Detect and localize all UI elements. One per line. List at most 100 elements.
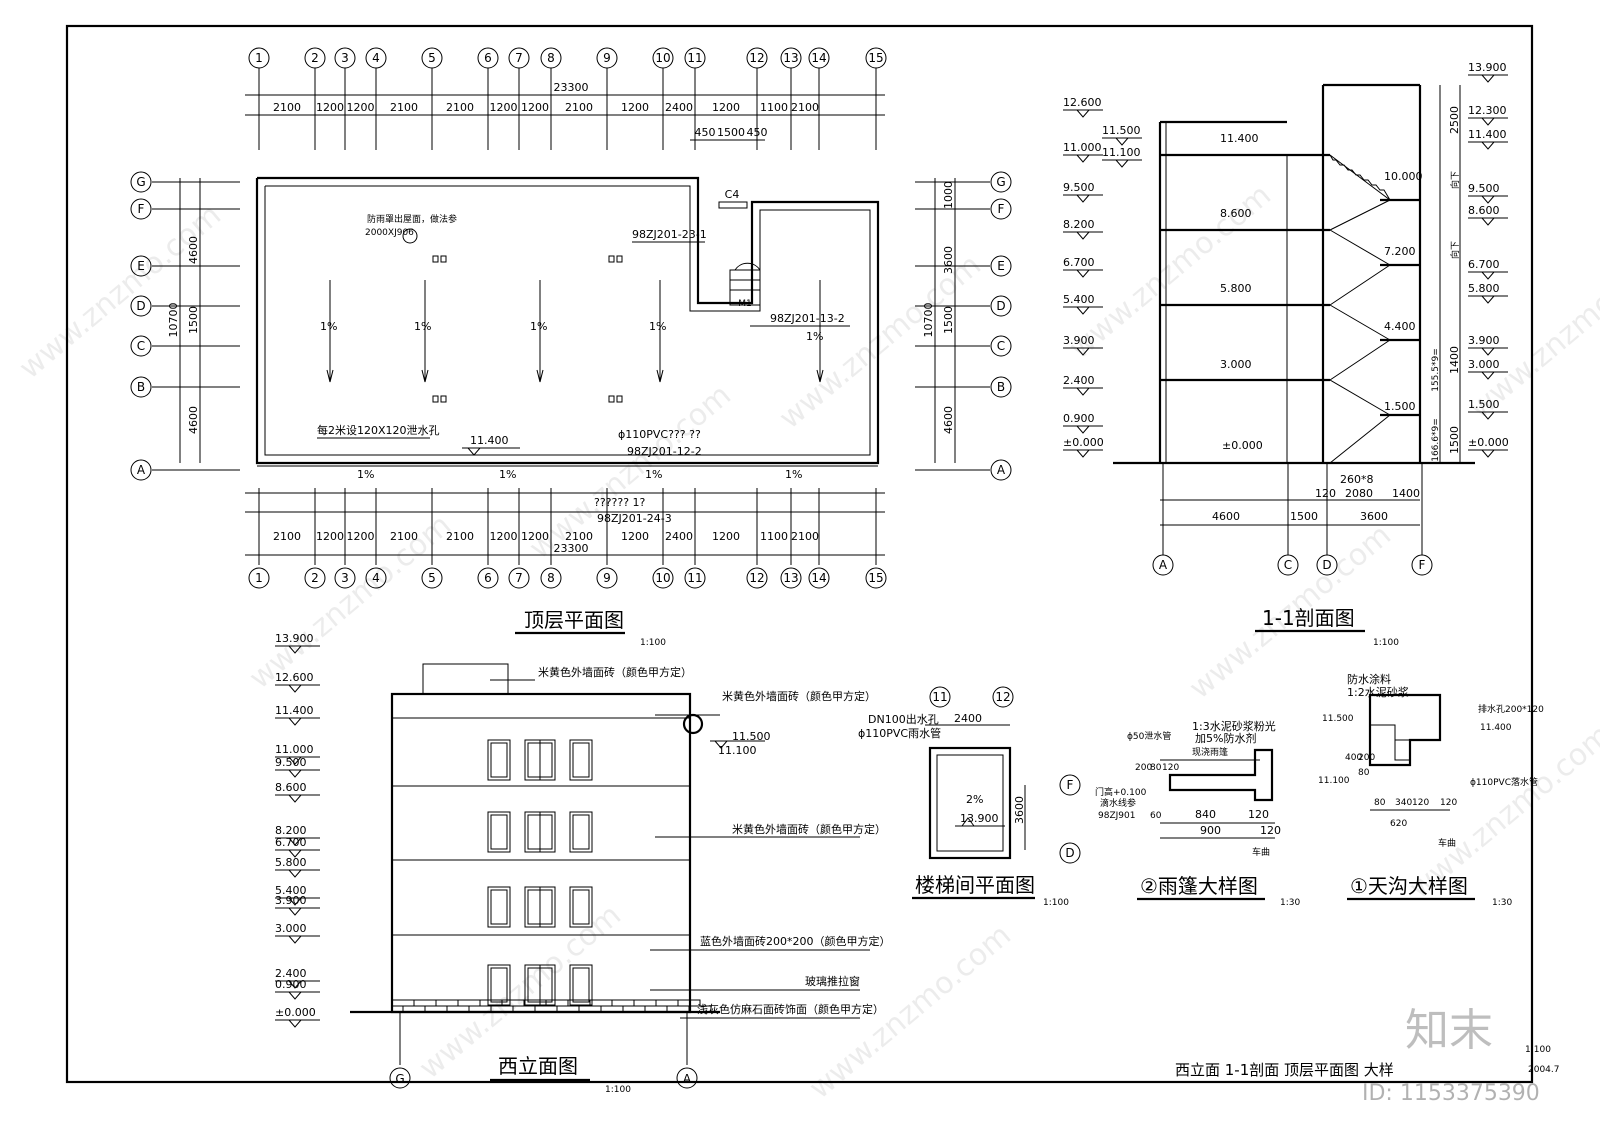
- plan-ref-5: 98ZJ201-24-3: [597, 512, 672, 525]
- elev-small-2: 11.100: [718, 744, 757, 757]
- west-elev-title: 西立面图: [498, 1054, 578, 1078]
- watermark-text: www.znzmo.com: [1403, 718, 1600, 907]
- gutter-d1: 400: [1345, 753, 1362, 763]
- sec-floor-1: 11.400: [1220, 132, 1259, 145]
- sec-level-right: 13.900: [1468, 61, 1507, 74]
- stair-dim: 2400: [954, 712, 982, 725]
- sec-step: 260*8: [1340, 473, 1374, 486]
- plan-small-dim-3: 450: [747, 126, 768, 139]
- plan-axis-top-bubble: [684, 47, 706, 69]
- plan-dim-bottom: 2100: [446, 530, 474, 543]
- plan-dim-bottom: 1200: [712, 530, 740, 543]
- plan-axis-bottom-label: 5: [428, 571, 436, 585]
- elev-small-1: 11.500: [732, 730, 771, 743]
- plan-axis-left-label: B: [137, 380, 145, 394]
- plan-axis-right-label: E: [997, 259, 1005, 273]
- elev-axis-a: A: [683, 1072, 692, 1086]
- stair-level: 13.900: [960, 812, 999, 825]
- plan-axis-bottom-bubble: [780, 567, 802, 589]
- plan-slope-7: 1%: [499, 468, 516, 481]
- plan-right-dim-4: 10700: [922, 303, 935, 338]
- elev-window: [569, 964, 593, 1006]
- plan-axis-bottom-bubble: [865, 567, 887, 589]
- plan-left-dim-3: 1500: [187, 306, 200, 334]
- canopy-note-7: 98ZJ901: [1098, 811, 1135, 821]
- sec-stair-4: 1.500: [1384, 400, 1416, 413]
- gutter-note-6: 11.100: [1318, 776, 1350, 786]
- plan-axis-right-label: C: [997, 339, 1005, 353]
- canopy-d6: 900: [1200, 824, 1221, 837]
- footer-id: ID: 1153375390: [1362, 1081, 1540, 1106]
- plan-axis-left-bubble: [130, 335, 152, 357]
- plan-axis-left-bubble: [130, 295, 152, 317]
- plan-dim-bottom: 1200: [347, 530, 375, 543]
- plan-axis-right-bubble: [990, 376, 1012, 398]
- stair-axis-11: 11: [932, 690, 947, 704]
- elev-note-4: 蓝色外墙面砖200*200（颜色甲方定）: [700, 934, 891, 948]
- gutter-detail: 防水涂料 1:2水泥砂浆 排水孔200*120 11.500 11.400 11…: [1318, 672, 1544, 908]
- plan-axis-bottom-bubble: [652, 567, 674, 589]
- plan-axis-bottom-label: 1: [255, 571, 263, 585]
- plan-axis-right-label: B: [997, 380, 1005, 394]
- canopy-d5: 120: [1248, 808, 1269, 821]
- sec-level-left: ±0.000: [1063, 436, 1104, 449]
- sec-level-left: 9.500: [1063, 181, 1095, 194]
- plan-axis-bottom-bubble: [304, 567, 326, 589]
- gutter-note-3: 排水孔200*120: [1478, 703, 1544, 715]
- sec-stair-1: 10.000: [1384, 170, 1423, 183]
- plan-axis-top-label: 10: [655, 51, 670, 65]
- plan-axis-bottom-label: 3: [341, 571, 349, 585]
- stair-axis-d: D: [1065, 846, 1074, 860]
- elev-level: 12.600: [275, 671, 314, 684]
- sec-stair-3: 4.400: [1384, 320, 1416, 333]
- elev-note-1: 米黄色外墙面砖（颜色甲方定）: [538, 665, 692, 679]
- plan-axis-top-bubble: [248, 47, 270, 69]
- elev-note-2: 米黄色外墙面砖（颜色甲方定）: [722, 689, 876, 703]
- plan-dim-top: 1200: [347, 101, 375, 114]
- gutter-note-1: 防水涂料: [1347, 672, 1391, 686]
- plan-axis-top-bubble: [334, 47, 356, 69]
- stair-pipe-1: DN100出水孔: [868, 712, 939, 726]
- plan-axis-left-bubble: [130, 255, 152, 277]
- elev-window: [487, 739, 511, 781]
- sheet-border: [65, 24, 1534, 1084]
- plan-slope-9: 1%: [785, 468, 802, 481]
- plan-ref-4: ?????? 1?: [594, 496, 646, 509]
- plan-axis-right-bubble: [990, 171, 1012, 193]
- stair-plan-title: 楼梯间平面图: [915, 873, 1035, 897]
- elev-level: 9.500: [275, 756, 307, 769]
- elev-level: 5.800: [275, 856, 307, 869]
- plan-axis-right-label: G: [996, 175, 1005, 189]
- sec-d1400: 1400: [1392, 487, 1420, 500]
- elev-note-6: 浅灰色仿麻石面砖饰面（颜色甲方定）: [697, 1002, 884, 1016]
- canopy-d1: 200: [1135, 763, 1152, 773]
- sec-d3600: 3600: [1360, 510, 1388, 523]
- section-title: 1-1剖面图: [1262, 606, 1355, 630]
- plan-axis-top-label: 12: [749, 51, 764, 65]
- plan-axis-bottom-label: 14: [811, 571, 826, 585]
- plan-axis-bottom-bubble: [746, 567, 768, 589]
- stair-plan: 11 12 2400 3600 F D DN100出水孔 ϕ110PVC雨水管 …: [858, 686, 1081, 908]
- gutter-d2: 200: [1358, 753, 1375, 763]
- sec-level-right: 1.500: [1468, 398, 1500, 411]
- plan-axis-left-label: F: [138, 202, 145, 216]
- stair-pipe-2: ϕ110PVC雨水管: [858, 726, 941, 740]
- plan-axis-top-bubble: [746, 47, 768, 69]
- plan-axis-top-label: 9: [603, 51, 611, 65]
- stair-dim-2: 3600: [1013, 796, 1026, 824]
- sec-axis-bubble: [1277, 554, 1299, 576]
- canopy-note-3: 现浇雨篷: [1192, 746, 1228, 758]
- sec-level-right: 12.300: [1468, 104, 1507, 117]
- watermark-text: www.znzmo.com: [773, 248, 988, 437]
- sec-d4600: 4600: [1212, 510, 1240, 523]
- canopy-note-5: 门高+0.100: [1095, 786, 1147, 798]
- plan-dim-top: 2100: [390, 101, 418, 114]
- plan-total-bottom: 23300: [554, 542, 589, 555]
- plan-axis-right-bubble: [990, 255, 1012, 277]
- plan-axis-bottom-label: 13: [783, 571, 798, 585]
- plan-axis-left-label: E: [137, 259, 145, 273]
- gutter-d8: 620: [1390, 819, 1407, 829]
- plan-axis-bottom-label: 10: [655, 571, 670, 585]
- elev-window: [487, 964, 511, 1006]
- plan-axis-top-label: 15: [868, 51, 883, 65]
